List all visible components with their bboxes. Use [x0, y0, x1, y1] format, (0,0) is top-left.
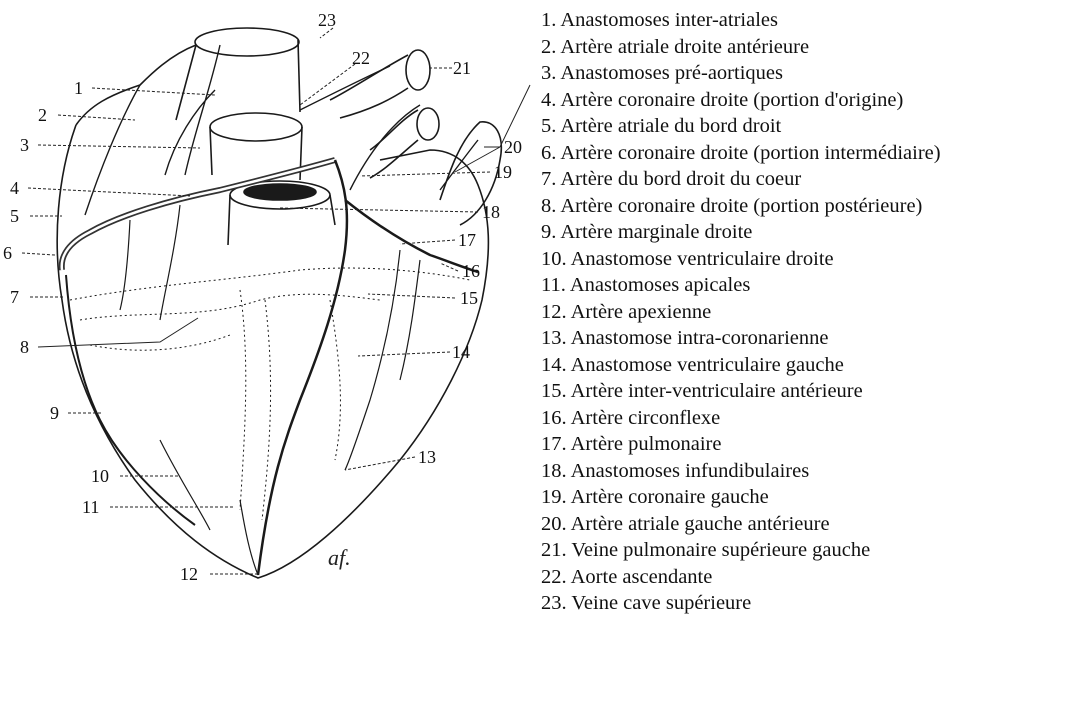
- num-10: 10: [91, 466, 109, 486]
- num-8: 8: [20, 337, 29, 357]
- vena-cava-opening: [195, 28, 299, 56]
- artist-signature: af.: [328, 545, 351, 570]
- num-16: 16: [462, 261, 480, 281]
- heart-drawing: [57, 28, 501, 578]
- pulmonary-artery: [228, 195, 335, 245]
- num-20: 20: [504, 137, 522, 157]
- num-21: 21: [453, 58, 471, 78]
- legend-item-23: 23. Veine cave supérieure: [541, 590, 941, 617]
- num-15: 15: [460, 288, 478, 308]
- legend-item-8: 8. Artère coronaire droite (portion post…: [541, 193, 941, 220]
- legend-item-16: 16. Artère circonflexe: [541, 405, 941, 432]
- aorta-opening: [210, 113, 302, 141]
- legend-item-7: 7. Artère du bord droit du coeur: [541, 166, 941, 193]
- legend-item-21: 21. Veine pulmonaire supérieure gauche: [541, 537, 941, 564]
- legend-item-18: 18. Anastomoses infundibulaires: [541, 458, 941, 485]
- num-23: 23: [318, 10, 336, 30]
- legend-item-6: 6. Artère coronaire droite (portion inte…: [541, 140, 941, 167]
- pulmonary-vein-upper: [406, 50, 430, 90]
- dotted-anastomoses: [70, 268, 470, 520]
- num-11: 11: [82, 497, 99, 517]
- num-1: 1: [74, 78, 83, 98]
- num-3: 3: [20, 135, 29, 155]
- num-18: 18: [482, 202, 500, 222]
- legend-item-11: 11. Anastomoses apicales: [541, 272, 941, 299]
- num-4: 4: [10, 178, 19, 198]
- pulmonary-artery-inner: [244, 184, 316, 200]
- legend-item-14: 14. Anastomose ventriculaire gauche: [541, 352, 941, 379]
- legend-item-3: 3. Anastomoses pré-aortiques: [541, 60, 941, 87]
- num-12: 12: [180, 564, 198, 584]
- legend-item-9: 9. Artère marginale droite: [541, 219, 941, 246]
- right-coronary-artery-inner: [62, 160, 335, 270]
- legend-list: 1. Anastomoses inter-atriales 2. Artère …: [541, 7, 941, 617]
- legend-item-4: 4. Artère coronaire droite (portion d'or…: [541, 87, 941, 114]
- num-6: 6: [3, 243, 12, 263]
- legend-item-19: 19. Artère coronaire gauche: [541, 484, 941, 511]
- num-19: 19: [494, 162, 512, 182]
- legend-item-1: 1. Anastomoses inter-atriales: [541, 7, 941, 34]
- legend-item-5: 5. Artère atriale du bord droit: [541, 113, 941, 140]
- legend-item-17: 17. Artère pulmonaire: [541, 431, 941, 458]
- right-coronary-artery: [62, 160, 335, 270]
- legend-item-13: 13. Anastomose intra-coronarienne: [541, 325, 941, 352]
- legend-item-10: 10. Anastomose ventriculaire droite: [541, 246, 941, 273]
- legend-item-22: 22. Aorte ascendante: [541, 564, 941, 591]
- legend-item-15: 15. Artère inter-ventriculaire antérieur…: [541, 378, 941, 405]
- diagram-numbers: 1 2 3 4 5 6 7 8 9 10 11 12 13 14 15 16 1…: [3, 10, 522, 584]
- legend-item-12: 12. Artère apexienne: [541, 299, 941, 326]
- right-marginal-artery: [66, 275, 195, 525]
- num-7: 7: [10, 287, 19, 307]
- num-13: 13: [418, 447, 436, 467]
- num-5: 5: [10, 206, 19, 226]
- num-2: 2: [38, 105, 47, 125]
- num-14: 14: [452, 342, 470, 362]
- num-22: 22: [352, 48, 370, 68]
- leader-lines: [22, 28, 530, 574]
- left-coronary-artery: [258, 160, 347, 575]
- legend-item-2: 2. Artère atriale droite antérieure: [541, 34, 941, 61]
- legend-item-20: 20. Artère atriale gauche antérieure: [541, 511, 941, 538]
- num-9: 9: [50, 403, 59, 423]
- num-17: 17: [458, 230, 476, 250]
- pulmonary-vein-lower: [417, 108, 439, 140]
